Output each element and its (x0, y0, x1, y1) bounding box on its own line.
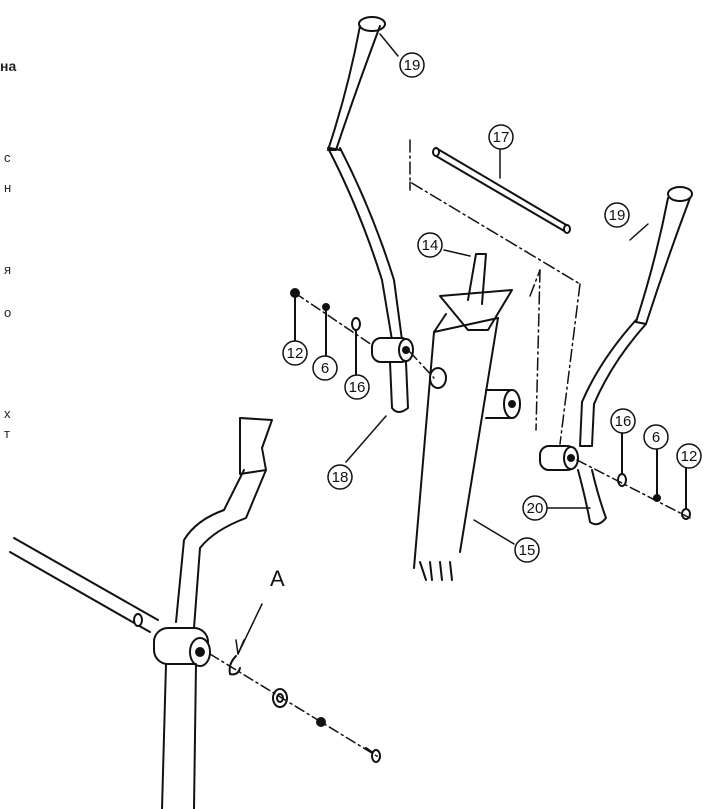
callout-leader-lines (345, 33, 649, 545)
left-pivot-bushing (371, 337, 414, 363)
svg-text:19: 19 (404, 57, 421, 74)
right-hardware-stack (576, 431, 691, 520)
svg-text:19: 19 (609, 207, 626, 224)
callout-19-right: 19 (604, 202, 630, 228)
callout-17: 17 (488, 124, 514, 150)
svg-text:12: 12 (287, 345, 304, 362)
svg-text:20: 20 (527, 500, 544, 517)
callout-18: 18 (327, 464, 353, 490)
detail-a-view (9, 417, 381, 809)
right-pivot-bushing (539, 445, 579, 471)
side-text-fragment: о (4, 305, 12, 320)
phantom-outline (409, 139, 581, 445)
svg-text:17: 17 (493, 129, 510, 146)
svg-text:15: 15 (519, 542, 536, 559)
svg-text:14: 14 (422, 237, 439, 254)
side-text-fragment: х (4, 406, 11, 421)
side-text-fragment: я (4, 262, 12, 277)
right-handlebar-19 (579, 186, 693, 447)
callouts: 19 17 19 14 12 6 (282, 52, 702, 563)
callout-20: 20 (522, 495, 548, 521)
svg-text:6: 6 (652, 429, 660, 446)
callout-16-left: 16 (344, 374, 370, 400)
callout-12-right: 12 (676, 443, 702, 469)
axle-17 (432, 147, 571, 234)
callout-19-left: 19 (399, 52, 425, 78)
svg-text:6: 6 (321, 360, 329, 377)
callout-12-left: 12 (282, 340, 308, 366)
side-text-fragment: с (4, 150, 11, 165)
svg-text:16: 16 (615, 413, 632, 430)
callout-15: 15 (514, 537, 540, 563)
callout-6-left: 6 (312, 355, 338, 381)
upright-post-15 (413, 253, 521, 581)
left-lower-arm-18 (389, 361, 409, 413)
callout-16-right: 16 (610, 408, 636, 434)
svg-text:16: 16 (349, 379, 366, 396)
detail-a-label: A (270, 566, 285, 591)
side-text-fragment: т (4, 426, 10, 441)
side-text-fragment: на (0, 58, 17, 74)
side-text-fragment: н (4, 180, 12, 195)
svg-text:12: 12 (681, 448, 698, 465)
left-handlebar-19 (327, 16, 403, 341)
callout-6-right: 6 (643, 424, 669, 450)
left-hardware-stack (290, 288, 435, 379)
svg-text:18: 18 (332, 469, 349, 486)
right-lower-arm-20 (577, 469, 607, 526)
callout-14: 14 (417, 232, 443, 258)
